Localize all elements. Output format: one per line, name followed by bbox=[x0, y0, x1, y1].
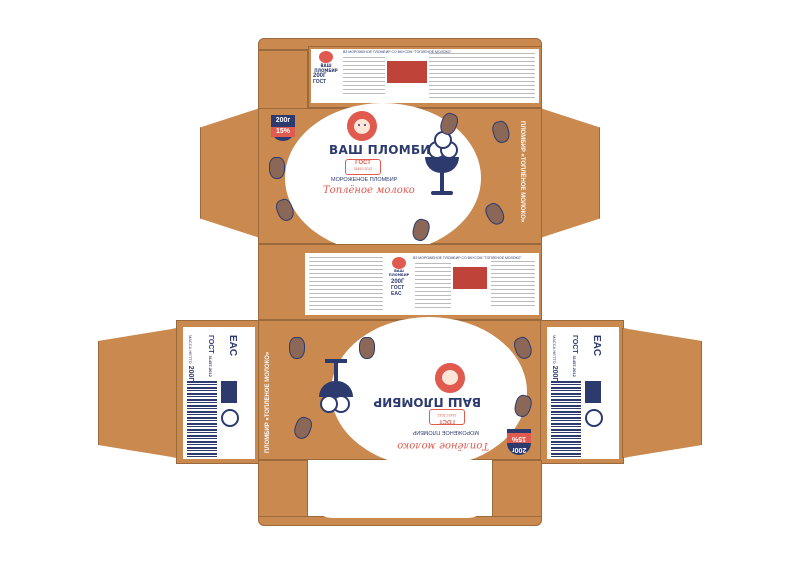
top-side-flap-right bbox=[540, 108, 600, 238]
back-flavor-name: Топлёное молоко bbox=[397, 440, 489, 451]
back-brand-group: Топлёное молоко МОРОЖЕНОЕ ПЛОМБИР ГОСТ 3… bbox=[359, 341, 519, 451]
top-label-panel: ВАШ ПЛОМБИР 200Г ГОСТ ВЗ МОРОЖЕНОЕ ПЛОМБ… bbox=[308, 46, 542, 108]
right-end-barcode bbox=[551, 381, 581, 457]
right-end-panel: МАССА НЕТТО 200Г ГОСТ 31457-2012 EAC bbox=[540, 320, 624, 464]
left-end-mass: МАССА НЕТТО 200Г bbox=[187, 335, 194, 382]
back-gost-badge: ГОСТ 31457-2012 bbox=[429, 409, 465, 425]
middle-label-panel: ВАШ ПЛОМБИР 200Г ГОСТ EAC ВЗ МОРОЖЕНОЕ П… bbox=[258, 244, 542, 320]
ice-cream-bowl-icon bbox=[425, 131, 459, 217]
middle-label-text-b bbox=[415, 263, 451, 309]
back-mascot-icon bbox=[435, 363, 465, 393]
bottom-side-band-text: ПЛОМБИР «ТОПЛЁНОЕ МОЛОКО» bbox=[265, 351, 271, 453]
left-end-stamp bbox=[221, 381, 237, 403]
middle-label-header: ВЗ МОРОЖЕНОЕ ПЛОМБИР СО ВКУСОМ "ТОПЛЕНОЕ… bbox=[413, 256, 522, 260]
back-ice-cream-bowl-icon bbox=[319, 337, 353, 417]
left-end-panel: МАССА НЕТТО 200Г ГОСТ 31457-2012 EAC bbox=[176, 320, 260, 464]
left-end-flap bbox=[98, 328, 178, 458]
right-end-mass: МАССА НЕТТО 200Г bbox=[551, 335, 558, 382]
milk-jug-icon-1 bbox=[269, 157, 285, 179]
top-label-text-a bbox=[343, 57, 385, 97]
back-product-name: МОРОЖЕНОЕ ПЛОМБИР bbox=[412, 429, 479, 435]
middle-label-mass: 200Г ГОСТ EAC bbox=[391, 279, 405, 297]
top-label-logo: ВАШ ПЛОМБИР bbox=[313, 51, 339, 73]
back-milk-jug-icon-1 bbox=[289, 337, 305, 359]
back-brand-title: ВАШ ПЛОМБИР bbox=[373, 395, 481, 409]
top-dust-flap-left bbox=[258, 50, 308, 110]
bottom-window-cutout bbox=[312, 470, 488, 518]
top-label-header: ВЗ МОРОЖЕНОЕ ПЛОМБИР СО ВКУСОМ "ТОПЛЕНОЕ… bbox=[343, 50, 452, 54]
back-milk-jug-icon-3 bbox=[359, 337, 375, 359]
milk-jug-icon-4 bbox=[490, 119, 512, 145]
back-weight-badge: 200г 15% bbox=[507, 429, 531, 455]
right-end-stamp bbox=[585, 381, 601, 403]
top-label-mass: 200Г ГОСТ bbox=[313, 73, 327, 85]
right-end-eac: EAC bbox=[591, 335, 602, 357]
left-end-recycle-icon bbox=[221, 409, 239, 427]
brand-title: ВАШ ПЛОМБИР bbox=[329, 143, 440, 157]
product-name: МОРОЖЕНОЕ ПЛОМБИР bbox=[331, 177, 398, 183]
middle-label-text-a bbox=[309, 257, 383, 311]
top-label-red-box bbox=[387, 61, 427, 83]
milk-jug-icon-5 bbox=[482, 200, 508, 228]
bottom-dust-flap-left bbox=[258, 460, 308, 518]
left-end-gost: ГОСТ 31457-2012 bbox=[207, 335, 214, 377]
mascot-matryoshka-icon bbox=[345, 111, 379, 141]
left-end-eac: EAC bbox=[227, 335, 238, 357]
gost-badge: ГОСТ 31457-2012 bbox=[345, 159, 381, 175]
right-end-recycle-icon bbox=[585, 409, 603, 427]
top-label-text-b bbox=[429, 53, 535, 99]
middle-label-text-c bbox=[491, 261, 535, 309]
bottom-dust-flap-right bbox=[492, 460, 542, 518]
side-band-text: ПЛОМБИР «ТОПЛЁНОЕ МОЛОКО» bbox=[519, 121, 525, 223]
flavor-name: Топлёное молоко bbox=[323, 185, 415, 196]
top-front-panel: 200г 15% ВАШ ПЛОМБИР ГОСТ 31457-2012 МОР… bbox=[258, 103, 542, 253]
bottom-back-panel: ПЛОМБИР «ТОПЛЁНОЕ МОЛОКО» Топлёное молок… bbox=[258, 317, 542, 467]
back-milk-jug-icon-2 bbox=[291, 414, 315, 442]
middle-label-logo: ВАШ ПЛОМБИР bbox=[387, 257, 411, 277]
top-side-flap-left bbox=[200, 108, 260, 238]
weight-badge: 200г 15% bbox=[271, 115, 295, 141]
right-end-gost: ГОСТ 31457-2012 bbox=[571, 335, 578, 377]
middle-label-red-box bbox=[453, 267, 487, 289]
right-end-flap bbox=[622, 328, 702, 458]
left-end-barcode bbox=[187, 381, 217, 457]
